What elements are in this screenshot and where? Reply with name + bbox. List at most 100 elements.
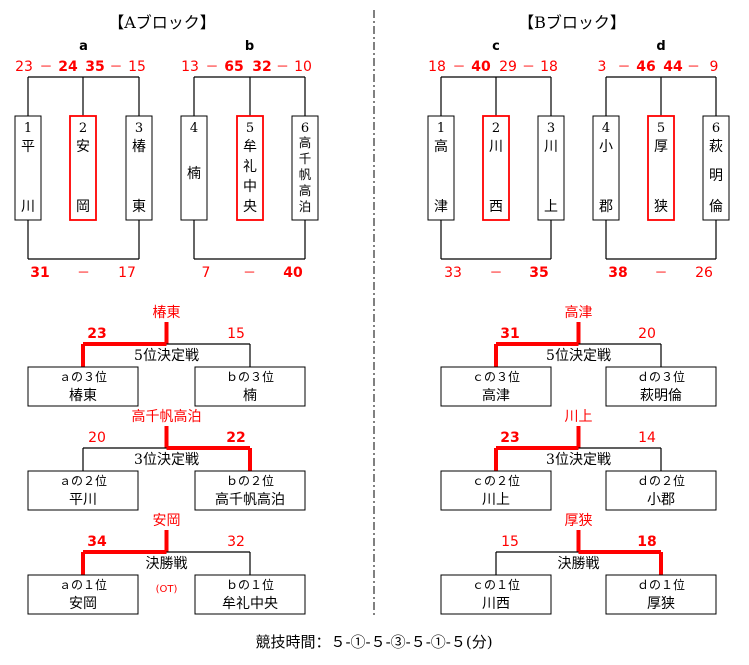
team-name-char: 安 xyxy=(76,139,90,155)
team-name-char: 郡 xyxy=(599,199,613,215)
league-top-score: 44 xyxy=(663,59,683,75)
seed-box-right xyxy=(194,470,306,511)
team-name-char: 帆 xyxy=(299,167,312,182)
match-title-bg xyxy=(533,554,624,571)
match-score-left: 23 xyxy=(500,430,519,446)
score-separator: － xyxy=(617,60,630,75)
match-winner: 厚狭 xyxy=(565,513,593,529)
match-title: 決勝戦 xyxy=(146,556,188,572)
team-name-char: 礼 xyxy=(243,159,257,175)
match-score-right: 22 xyxy=(226,430,245,446)
team-number: 4 xyxy=(602,121,610,136)
league-bottom-score: 33 xyxy=(444,265,462,281)
team-name-char: 津 xyxy=(434,199,448,215)
team-box xyxy=(647,115,675,221)
team-name-char: 高 xyxy=(434,138,448,155)
seed-label-left: ｃの２位 xyxy=(472,473,520,488)
score-separator: － xyxy=(205,60,218,75)
seed-team-left: 平川 xyxy=(69,492,97,508)
team-number: 4 xyxy=(190,121,198,136)
team-box xyxy=(69,115,97,221)
match-winner: 安岡 xyxy=(153,513,181,529)
seed-team-right: 高千帆高泊 xyxy=(215,491,285,508)
match-title-bg xyxy=(121,554,212,571)
seed-label-right: ｄの２位 xyxy=(637,473,685,488)
seed-label-left: ｃの１位 xyxy=(472,577,520,592)
team-name-char: 西 xyxy=(489,199,503,215)
match-score-right: 15 xyxy=(227,326,245,342)
team-number: 3 xyxy=(547,121,555,136)
seed-box-left xyxy=(27,366,139,407)
seed-team-left: 川上 xyxy=(482,492,510,508)
league-bottom-score: 7 xyxy=(202,265,211,281)
seed-box-right xyxy=(605,470,717,511)
block-title: 【Aブロック】 xyxy=(108,13,216,32)
team-box xyxy=(14,115,42,221)
team-number: 6 xyxy=(712,121,720,136)
team-name-char: 萩 xyxy=(709,139,723,155)
team-box xyxy=(125,115,153,221)
match-title: 3位決定戦 xyxy=(546,452,611,468)
match-score-left: 34 xyxy=(87,534,107,550)
match-score-left: 31 xyxy=(500,326,519,342)
team-name-char: 平 xyxy=(21,139,35,155)
team-box xyxy=(180,115,208,221)
team-number: 3 xyxy=(135,121,143,136)
seed-box-left xyxy=(440,574,552,615)
league-bottom-score: 17 xyxy=(118,265,136,281)
team-number: 5 xyxy=(657,121,665,136)
match-title: 決勝戦 xyxy=(558,556,600,572)
team-name-char: 泊 xyxy=(299,199,312,214)
league-top-score: 18 xyxy=(428,59,446,75)
match-title: 5位決定戦 xyxy=(546,348,611,364)
match-score-right: 14 xyxy=(638,430,656,446)
seed-box-right xyxy=(605,366,717,407)
match-title: 3位決定戦 xyxy=(134,452,199,468)
seed-team-left: 川西 xyxy=(482,596,510,612)
seed-box-right xyxy=(194,366,306,407)
team-name-char: 川 xyxy=(21,199,35,215)
seed-team-left: 高津 xyxy=(482,387,510,404)
team-box xyxy=(427,115,455,221)
score-separator: － xyxy=(39,60,52,75)
team-name-char: 明 xyxy=(709,168,723,184)
match-winner: 高津 xyxy=(565,304,593,321)
team-name-char: 上 xyxy=(544,199,558,215)
seed-team-right: 萩明倫 xyxy=(640,388,682,404)
league-top-score: 35 xyxy=(85,59,104,75)
team-box xyxy=(291,115,319,221)
match-title-bg xyxy=(533,346,624,363)
match-score-left: 15 xyxy=(501,534,519,550)
seed-team-left: 安岡 xyxy=(69,596,97,612)
match-title-bg xyxy=(533,450,624,467)
match-score-right: 18 xyxy=(637,534,656,550)
team-number: 6 xyxy=(301,121,309,136)
league-top-score: 32 xyxy=(252,59,271,75)
team-name-char: 牟 xyxy=(243,139,257,155)
league-top-score: 18 xyxy=(540,59,558,75)
overtime-note: (OT) xyxy=(156,584,178,595)
league-top-score: 9 xyxy=(710,59,719,75)
seed-box-left xyxy=(27,470,139,511)
seed-label-right: ｂの１位 xyxy=(226,577,274,592)
league-bottom-score: 26 xyxy=(695,265,713,281)
team-number: 2 xyxy=(79,121,87,136)
seed-label-left: ｃの３位 xyxy=(472,369,520,384)
league-top-score: 13 xyxy=(181,59,199,75)
seed-team-right: 楠 xyxy=(243,388,257,404)
team-name-char: 千 xyxy=(299,151,312,166)
score-separator: － xyxy=(276,60,289,75)
team-number: 2 xyxy=(492,121,500,136)
league-bottom-score: 35 xyxy=(529,265,548,281)
team-name-char: 倫 xyxy=(709,199,723,215)
team-name-char: 高 xyxy=(299,183,312,198)
team-box xyxy=(592,115,620,221)
match-score-left: 23 xyxy=(87,326,106,342)
league-bottom-score: 31 xyxy=(30,265,49,281)
league-bottom-score: 40 xyxy=(283,265,303,281)
league-top-score: 24 xyxy=(58,59,78,75)
league-top-score: 3 xyxy=(598,59,607,75)
seed-box-left xyxy=(440,470,552,511)
match-title-bg xyxy=(121,450,212,467)
team-number: 5 xyxy=(246,121,254,136)
